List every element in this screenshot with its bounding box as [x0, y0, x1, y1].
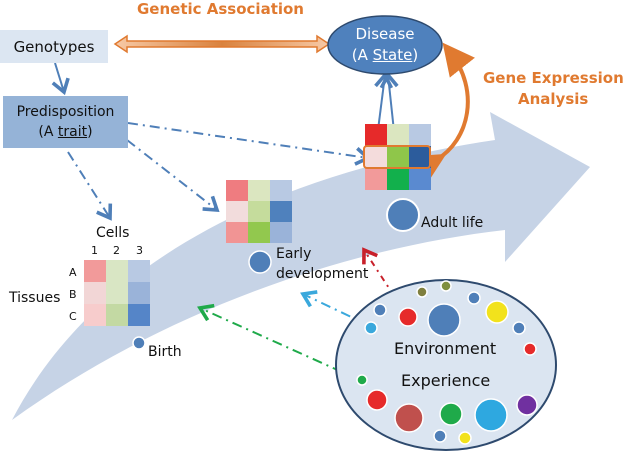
matrix-cell [84, 282, 106, 304]
gene-expression-label: Gene Expression [483, 69, 623, 87]
matrix-cell [270, 222, 292, 243]
adult-life-label: Adult life [421, 215, 484, 231]
genetic-association-arrow [113, 34, 331, 54]
matrix-cell [226, 180, 248, 201]
predisposition-to-adult-arrow [127, 122, 372, 166]
predisposition-to-early-arrow [126, 139, 220, 212]
matrix-cell [84, 304, 106, 326]
environment-dot [398, 307, 418, 327]
environment-dot [433, 429, 447, 443]
environment-dot [485, 300, 509, 324]
matrix-cell [248, 222, 270, 243]
matrix-cell [226, 201, 248, 222]
experience-label: Experience [401, 371, 491, 390]
column-label-1: 1 [91, 244, 98, 257]
environment-label: Environment [394, 339, 497, 358]
matrix-cell [128, 282, 150, 304]
analysis-label: Analysis [518, 90, 589, 108]
environment-dot [516, 394, 538, 416]
environment-dot [512, 321, 526, 335]
column-label-2: 2 [113, 244, 120, 257]
adult-life-dot [386, 198, 420, 232]
disease-sublabel: (A State) [352, 45, 418, 66]
predisposition-to-cells-arrow [67, 151, 113, 221]
environment-dot [356, 374, 368, 386]
disease-label: Disease [355, 25, 415, 43]
predisposition-box: Predisposition (A trait) [3, 96, 128, 148]
environment-dot [467, 291, 481, 305]
environment-dot [373, 303, 387, 317]
genetic-association-label: Genetic Association [137, 0, 304, 18]
matrix-cell [128, 260, 150, 282]
matrix-cell [270, 201, 292, 222]
adult-highlight-row [363, 145, 431, 169]
genotypes-label: Genotypes [13, 37, 95, 56]
environment-dot [394, 403, 424, 433]
matrix-cell [409, 124, 431, 146]
early-matrix [226, 180, 292, 243]
matrix-cell [409, 146, 431, 168]
environment-dot [416, 286, 428, 298]
matrix-cell [365, 124, 387, 146]
matrix-cell [365, 168, 387, 190]
predisposition-term: trait [57, 124, 88, 140]
adult-matrix [365, 124, 431, 190]
matrix-to-disease-arrow-1 [374, 71, 394, 131]
environment-dot [458, 431, 472, 445]
cells-label: Cells [96, 225, 130, 241]
early-label: Early [276, 246, 312, 262]
birth-label: Birth [148, 344, 182, 360]
gene-expression-arrow [410, 42, 475, 184]
disease-suffix: ) [412, 46, 419, 64]
birth-matrix [84, 260, 150, 326]
matrix-cell [226, 222, 248, 243]
row-label-b: B [69, 288, 77, 301]
row-label-a: A [69, 266, 77, 279]
development-label: development [276, 266, 369, 282]
matrix-cell [409, 168, 431, 190]
genotypes-box: Genotypes [0, 30, 108, 63]
disease-node [327, 15, 443, 75]
environment-to-early-arrow [300, 290, 371, 327]
row-label-c: C [69, 310, 77, 323]
predisposition-label: Predisposition [16, 104, 115, 120]
environment-to-birth-arrow [197, 303, 363, 382]
predisposition-suffix: ) [87, 124, 93, 140]
environment-dot [474, 398, 508, 432]
environment-dot [440, 280, 452, 292]
disease-term: State [372, 46, 413, 64]
early-development-dot [248, 250, 272, 274]
life-course-arrow [12, 112, 590, 420]
matrix-cell [365, 146, 387, 168]
environment-dots [356, 280, 538, 445]
predisposition-prefix: (A [38, 124, 58, 140]
environment-dot [364, 321, 378, 335]
genotypes-to-predisposition-arrow [51, 62, 70, 96]
predisposition-sublabel: (A trait) [38, 122, 92, 142]
matrix-cell [387, 146, 409, 168]
column-label-3: 3 [136, 244, 143, 257]
disease-prefix: (A [351, 46, 373, 64]
environment-dot [427, 303, 461, 337]
matrix-cell [106, 304, 128, 326]
matrix-cell [128, 304, 150, 326]
matrix-cell [248, 180, 270, 201]
matrix-cell [248, 201, 270, 222]
tissues-label: Tissues [9, 290, 61, 306]
matrix-cell [387, 168, 409, 190]
matrix-cell [387, 124, 409, 146]
birth-dot [132, 336, 146, 350]
matrix-cell [106, 260, 128, 282]
matrix-cell [84, 260, 106, 282]
environment-dot [366, 389, 388, 411]
environment-dot [439, 402, 463, 426]
disease-text: Disease (A State) [330, 22, 440, 68]
matrix-cell [270, 180, 292, 201]
matrix-cell [106, 282, 128, 304]
environment-dot [523, 342, 537, 356]
